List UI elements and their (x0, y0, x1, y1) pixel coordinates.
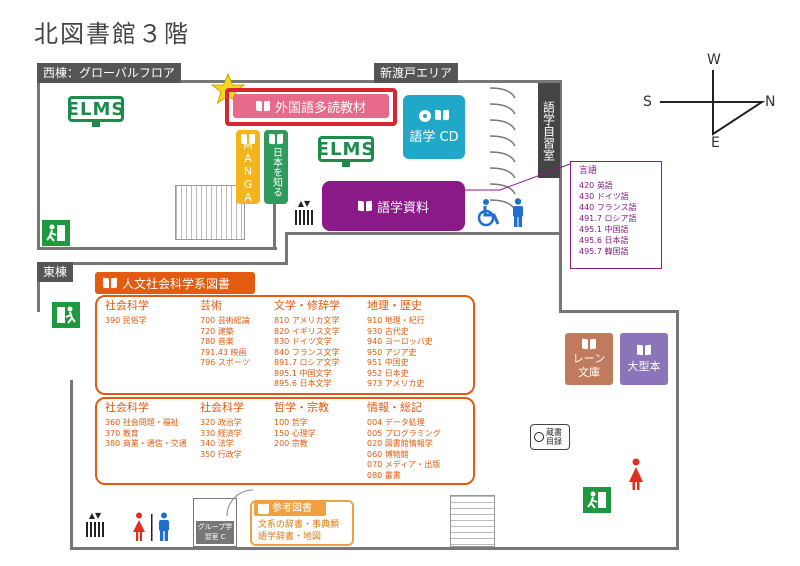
elms-screen-center: ELMS (317, 136, 374, 162)
wheelchair-icon (477, 199, 500, 227)
group-study-room[interactable]: グループ学習室 C (193, 498, 237, 547)
wall (372, 80, 562, 83)
book-icon (241, 134, 255, 136)
wall (676, 310, 679, 550)
language-list-title: 言語 (579, 166, 598, 176)
lane-archive-label: レーン文庫 (572, 351, 606, 379)
book-icon (269, 134, 283, 144)
manga-label: MANGA (241, 139, 255, 204)
category-information[interactable]: 情報・総記 004 データ処理 005 プログラミング 020 図書館情報学 0… (367, 401, 441, 480)
lane-archive-area[interactable]: レーン文庫 (565, 333, 613, 385)
category-geography-history[interactable]: 地理・歴史 910 地理・紀行 930 古代史 940 ヨーロッパ史 950 ア… (367, 299, 433, 388)
category-social-science[interactable]: 社会科学 390 民俗学 (105, 299, 149, 325)
humanities-header-label: 人文社会科学系図書 (122, 276, 231, 291)
category-social-science-2[interactable]: 社会科学 360 社会問題・福祉 370 教育 380 商業・通信・交通 (105, 401, 187, 448)
wall (273, 160, 276, 250)
cd-icon (419, 109, 449, 122)
book-icon (637, 345, 651, 355)
emergency-exit-icon (52, 302, 80, 328)
magnifier-icon (534, 432, 544, 442)
wall (37, 262, 288, 265)
area-shintobe-label: 新渡戸エリア (374, 63, 459, 83)
category-philosophy-religion[interactable]: 哲学・宗教 100 哲学 150 心理学 200 宗教 (274, 401, 329, 448)
language-list-item: 440 フランス語 (579, 203, 637, 212)
compass (660, 70, 766, 136)
foreign-language-reading-button[interactable]: 外国語多読教材 (233, 94, 389, 118)
category-art[interactable]: 芸術 700 芸術総論 720 建築 780 音楽 791.43 映画 796 … (200, 299, 250, 367)
language-list-item: 495.1 中国語 (579, 225, 629, 234)
wall (37, 80, 40, 250)
self-study-label: 語学自習室 (541, 100, 556, 161)
language-materials-area[interactable]: 語学資料 (322, 181, 465, 231)
reference-header: 参考図書 (254, 501, 326, 516)
page-title: 北図書館３階 (34, 20, 190, 48)
elevator-icon: ▲▼ (295, 200, 313, 226)
book-icon (582, 339, 596, 349)
book-icon (103, 278, 117, 288)
catalog-label: 蔵書目録 (546, 428, 562, 446)
restroom-women-icon (629, 458, 643, 490)
manga-shelf[interactable]: MANGA (236, 130, 260, 204)
person-icon (513, 198, 523, 227)
japan-shelf[interactable]: 日本を知る (264, 130, 288, 204)
compass-e: E (711, 135, 720, 151)
wall (559, 310, 679, 313)
category-literature[interactable]: 文学・修辞学 810 アメリカ文学 820 イギリス文学 830 ドイツ文学 8… (274, 299, 340, 388)
reference-books-box[interactable]: 参考図書 文系の辞書・事典類 語学辞書・地図 (250, 500, 354, 546)
wall (70, 547, 679, 550)
elms-stand (342, 162, 350, 167)
compass-n: N (765, 94, 776, 110)
category-social-science-3[interactable]: 社会科学 320 政治学 330 経済学 340 法学 350 行政学 (200, 401, 244, 459)
foreign-language-label: 外国語多読教材 (274, 100, 366, 116)
wall (37, 247, 277, 250)
humanities-shelf-upper (95, 295, 475, 395)
elevator-icon: ▲▼ (86, 512, 104, 538)
area-west-label: 西棟：グローバルフロア (37, 63, 181, 83)
wall (37, 80, 395, 83)
connector-line (462, 163, 571, 191)
language-list-item: 495.6 日本語 (579, 236, 629, 245)
elms-stand (92, 122, 100, 127)
language-list-box: 言語 420 英語 430 ドイツ語 440 フランス語 491.7 ロシア語 … (570, 161, 662, 269)
reference-lines: 文系の辞書・事典類 語学辞書・地図 (258, 520, 340, 542)
wall (285, 232, 562, 235)
humanities-header: 人文社会科学系図書 (95, 272, 255, 294)
wall (70, 380, 73, 550)
self-study-room[interactable]: 語学自習室 (538, 83, 560, 178)
large-books-area[interactable]: 大型本 (620, 333, 668, 385)
language-cd-label: 語学 CD (409, 129, 459, 145)
language-list-item: 495.7 韓国語 (579, 247, 629, 256)
emergency-exit-icon (583, 487, 611, 513)
catalog-terminal[interactable]: 蔵書目録 (530, 424, 570, 450)
language-cd-area[interactable]: 語学 CD (403, 95, 465, 159)
wall (559, 80, 562, 240)
language-list-item: 420 英語 (579, 181, 613, 190)
book-icon (256, 101, 270, 111)
wall (37, 262, 40, 312)
area-east-label: 東棟 (37, 262, 74, 282)
stairs (450, 495, 495, 547)
restroom-icon (133, 512, 169, 541)
stairs (175, 185, 245, 240)
wall (559, 232, 562, 312)
emergency-exit-icon (42, 220, 70, 246)
book-icon (258, 504, 269, 512)
humanities-shelf-lower (95, 397, 475, 485)
book-icon (358, 201, 372, 211)
language-list-item: 491.7 ロシア語 (579, 214, 637, 223)
language-materials-label: 語学資料 (376, 200, 429, 216)
japan-label: 日本を知る (270, 147, 282, 197)
wall (285, 232, 288, 262)
door-arc (226, 489, 254, 517)
language-list-item: 430 ドイツ語 (579, 192, 629, 201)
elms-screen-left: ELMS (67, 96, 124, 122)
foreign-language-frame (225, 88, 397, 126)
group-study-label: グループ学習室 C (196, 521, 234, 544)
large-books-label: 大型本 (627, 359, 661, 373)
compass-w: W (707, 52, 721, 68)
compass-s: S (643, 94, 652, 110)
